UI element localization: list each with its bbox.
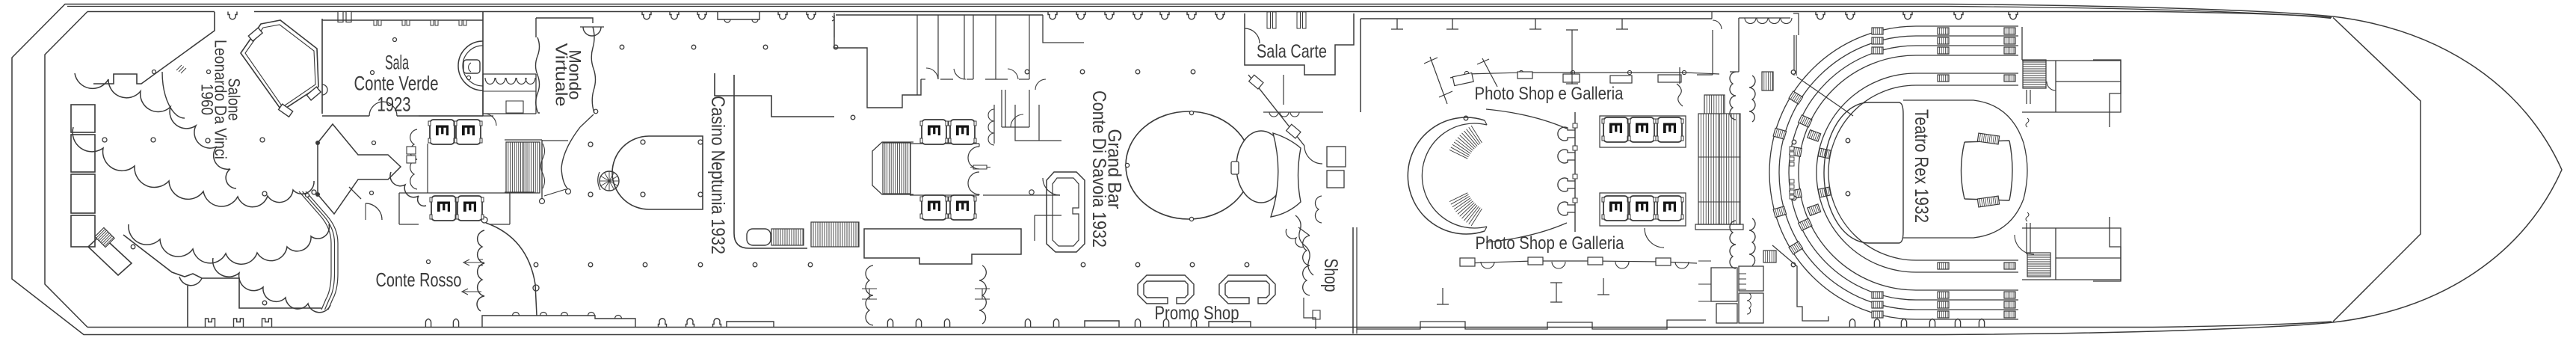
svg-text:Photo Shop e Galleria: Photo Shop e Galleria (1476, 233, 1625, 254)
svg-text:Conte Di Savoia 1932: Conte Di Savoia 1932 (1088, 90, 1109, 248)
svg-text:Grand Bar: Grand Bar (1104, 129, 1125, 209)
svg-text:Sala Carte: Sala Carte (1257, 41, 1327, 62)
svg-text:Leonardo Da Vinci: Leonardo Da Vinci (211, 40, 229, 159)
svg-text:Conte Rosso: Conte Rosso (376, 268, 462, 291)
svg-text:Virtuale: Virtuale (552, 43, 570, 107)
svg-text:Sala: Sala (385, 52, 410, 74)
svg-text:Promo Shop: Promo Shop (1155, 303, 1239, 324)
svg-text:Shop: Shop (1320, 259, 1341, 292)
svg-text:Conte Verde: Conte Verde (354, 73, 439, 95)
svg-text:1923: 1923 (378, 93, 411, 116)
svg-text:Salone: Salone (224, 79, 243, 121)
svg-text:Casino Neptunia 1932: Casino Neptunia 1932 (707, 96, 728, 254)
svg-text:Teatro Rex 1932: Teatro Rex 1932 (1911, 109, 1932, 223)
svg-text:Mondo: Mondo (565, 50, 584, 100)
svg-text:1960: 1960 (197, 84, 216, 115)
svg-text:Photo Shop e Galleria: Photo Shop e Galleria (1475, 84, 1624, 104)
